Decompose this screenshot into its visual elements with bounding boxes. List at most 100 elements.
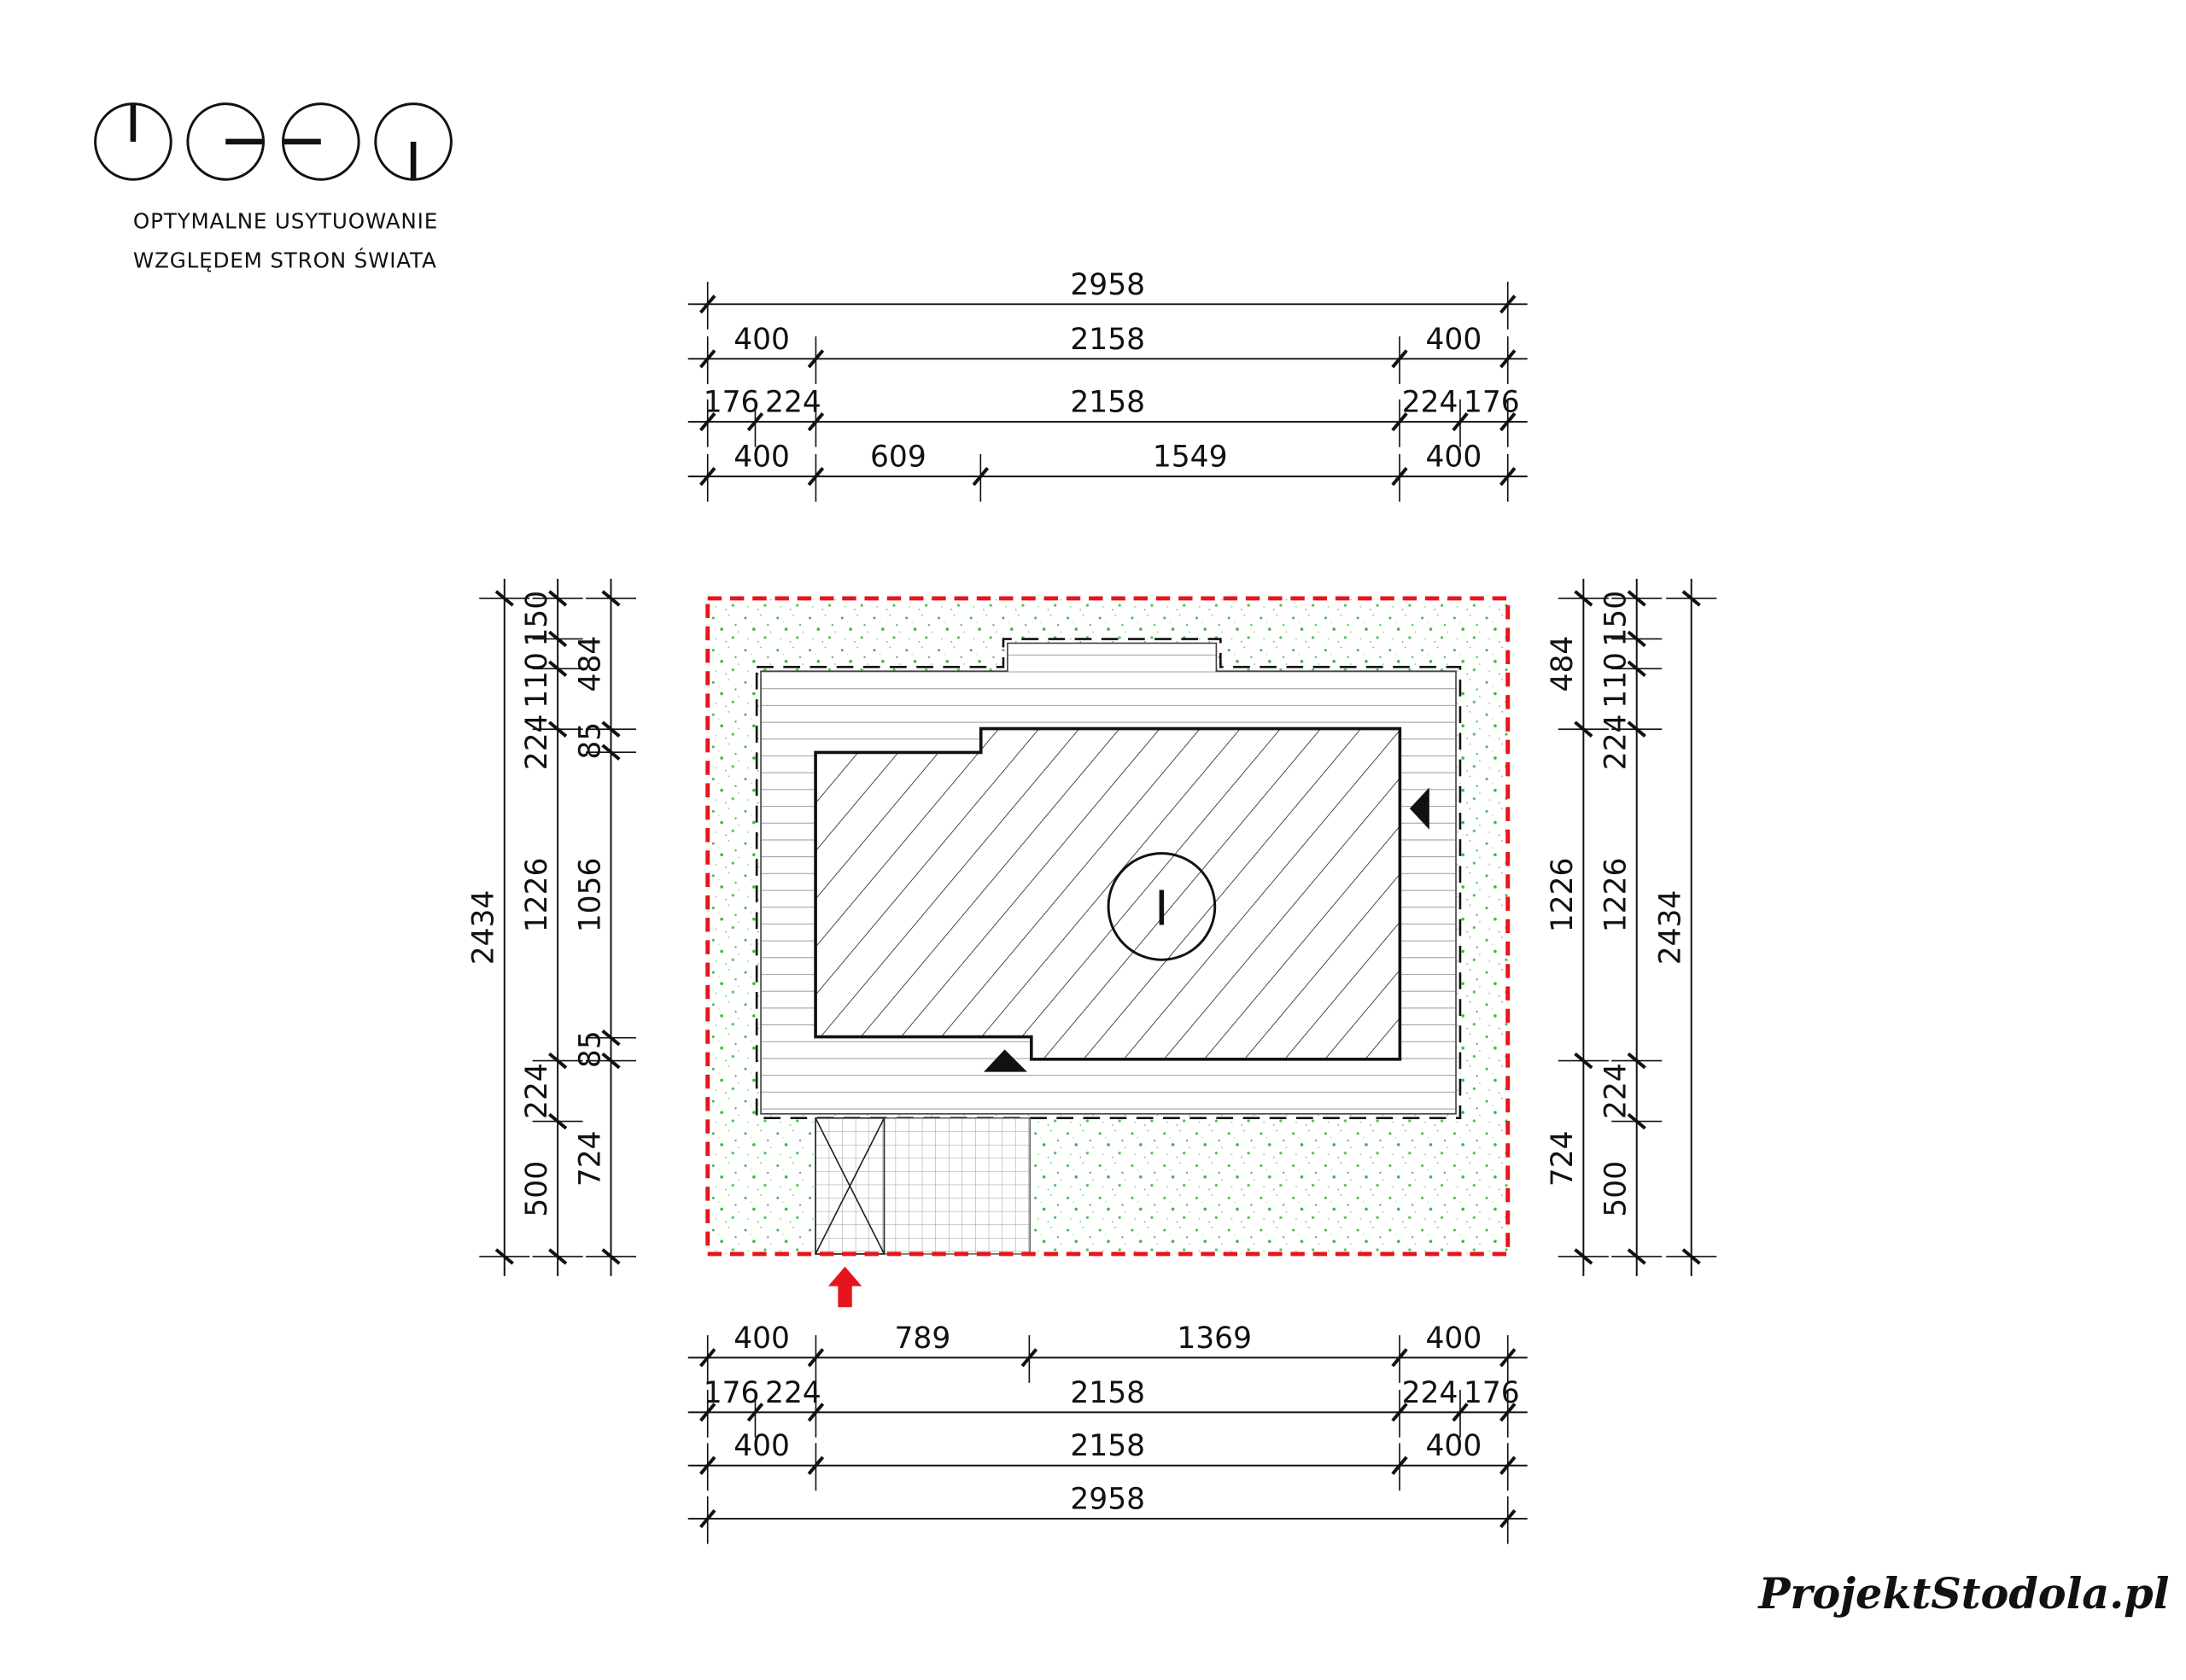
dimension-label: 2434 [1654, 890, 1688, 965]
dimension-label: 224 [520, 714, 554, 770]
dimension-label: 2158 [1070, 386, 1145, 420]
dimension-tick [601, 744, 621, 761]
dimension-tick [807, 1403, 825, 1422]
dimension-label: 85 [573, 722, 607, 760]
dimension-tick [1499, 1348, 1517, 1368]
orientation-east-icon [186, 102, 265, 181]
dimension-tick [1627, 660, 1646, 678]
entrance-arrow-icon [827, 1266, 862, 1308]
dimension-tick [494, 1248, 514, 1265]
dimension-label: 1226 [1599, 858, 1634, 933]
building-footprint [814, 726, 1402, 1061]
dimension-tick [1391, 1455, 1408, 1475]
dimension-label: 2158 [1070, 1429, 1145, 1463]
dimension-tick [1452, 412, 1469, 432]
dimension-tick [1499, 295, 1517, 314]
orientation-caption-1: OPTYMALNE USYTUOWANIE [133, 209, 438, 234]
dimension-tick [601, 1248, 621, 1265]
entrance-triangle-icon [984, 1049, 1027, 1072]
dimension-label: 224 [1402, 1376, 1458, 1410]
dimension-label: 110 [1599, 652, 1634, 709]
dimension-label: 176 [704, 1376, 760, 1410]
dimension-label: 1226 [1546, 858, 1580, 933]
dimension-label: 1549 [1153, 440, 1228, 475]
dimension-label: 724 [573, 1130, 607, 1187]
dimension-label: 2958 [1070, 268, 1145, 302]
dimension-label: 400 [1426, 1321, 1482, 1356]
logo: ProjektStodola.pl [1756, 1569, 2169, 1619]
dimension-tick [548, 720, 568, 738]
dimension-label: 176 [704, 386, 760, 420]
dimension-label: 400 [1426, 323, 1482, 357]
dimension-tick [1574, 720, 1593, 738]
dimension-tick [1499, 467, 1517, 487]
dimension-label: 400 [734, 1321, 790, 1356]
dimension-tick [494, 590, 514, 607]
dimension-tick [1627, 1112, 1646, 1130]
dimension-tick [1391, 412, 1408, 432]
orientation-west-icon [282, 102, 360, 181]
dimension-tick [807, 1455, 825, 1475]
dimension-tick [1499, 412, 1517, 432]
dimension-label: 484 [1546, 636, 1580, 692]
dimension-tick [1627, 630, 1646, 648]
dimension-tick [807, 467, 825, 487]
dimension-label: 2158 [1070, 1376, 1145, 1410]
dimension-tick [699, 295, 716, 314]
dimension-tick [1499, 1508, 1517, 1529]
dimension-tick [807, 1348, 825, 1368]
dimension-label: 484 [573, 636, 607, 692]
dimension-label: 400 [734, 1429, 790, 1463]
dimension-tick [746, 1403, 764, 1422]
dimension-tick [699, 1455, 716, 1475]
dimension-tick [548, 1052, 568, 1070]
dimension-tick [1574, 590, 1593, 607]
dimension-label: 110 [520, 652, 554, 709]
dimension-tick [1391, 349, 1408, 369]
dimension-tick [1499, 1455, 1517, 1475]
dimension-tick [1499, 1403, 1517, 1422]
dimension-label: 400 [1426, 1429, 1482, 1463]
dimension-label: 500 [1599, 1161, 1634, 1217]
dimension-tick [1574, 1248, 1593, 1265]
dimension-label: 176 [1464, 1376, 1520, 1410]
dimension-tick [601, 590, 621, 607]
dimension-tick [1452, 1403, 1469, 1422]
dimension-tick [1574, 1052, 1593, 1070]
dimension-tick [699, 1348, 716, 1368]
orientation-legend [94, 102, 453, 181]
dimension-label: 1226 [520, 858, 554, 933]
dimension-label: 724 [1546, 1130, 1580, 1187]
dimension-tick [1020, 1348, 1038, 1368]
entrance-triangle-icon [1409, 787, 1429, 830]
dimension-tick [1391, 1403, 1408, 1422]
dimension-label: 400 [734, 440, 790, 475]
paving-area [815, 1117, 1031, 1255]
dimension-tick [548, 1112, 568, 1130]
dimension-tick [1681, 590, 1701, 607]
dimension-tick [699, 412, 716, 432]
dimension-tick [807, 412, 825, 432]
dimension-label: 2158 [1070, 323, 1145, 357]
dimension-label: 500 [520, 1161, 554, 1217]
building-symbol: I [1154, 881, 1168, 936]
dimension-label: 609 [870, 440, 926, 475]
dimension-tick [1627, 1248, 1646, 1265]
building-marker: I [1107, 852, 1217, 961]
dimension-label: 224 [520, 1063, 554, 1119]
dimension-tick [699, 349, 716, 369]
dimension-tick [601, 1029, 621, 1047]
dimension-label: 1056 [573, 858, 607, 933]
dimension-tick [699, 1403, 716, 1422]
dimension-tick [1391, 1348, 1408, 1368]
dimension-tick [699, 467, 716, 487]
orientation-caption-2: WZGLĘDEM STRON ŚWIATA [133, 248, 437, 273]
dimension-tick [548, 590, 568, 607]
orientation-north-icon [94, 102, 172, 181]
dimension-label: 2434 [467, 890, 501, 965]
dimension-label: 176 [1464, 386, 1520, 420]
dimension-label: 789 [895, 1321, 951, 1356]
dimension-label: 85 [573, 1030, 607, 1068]
